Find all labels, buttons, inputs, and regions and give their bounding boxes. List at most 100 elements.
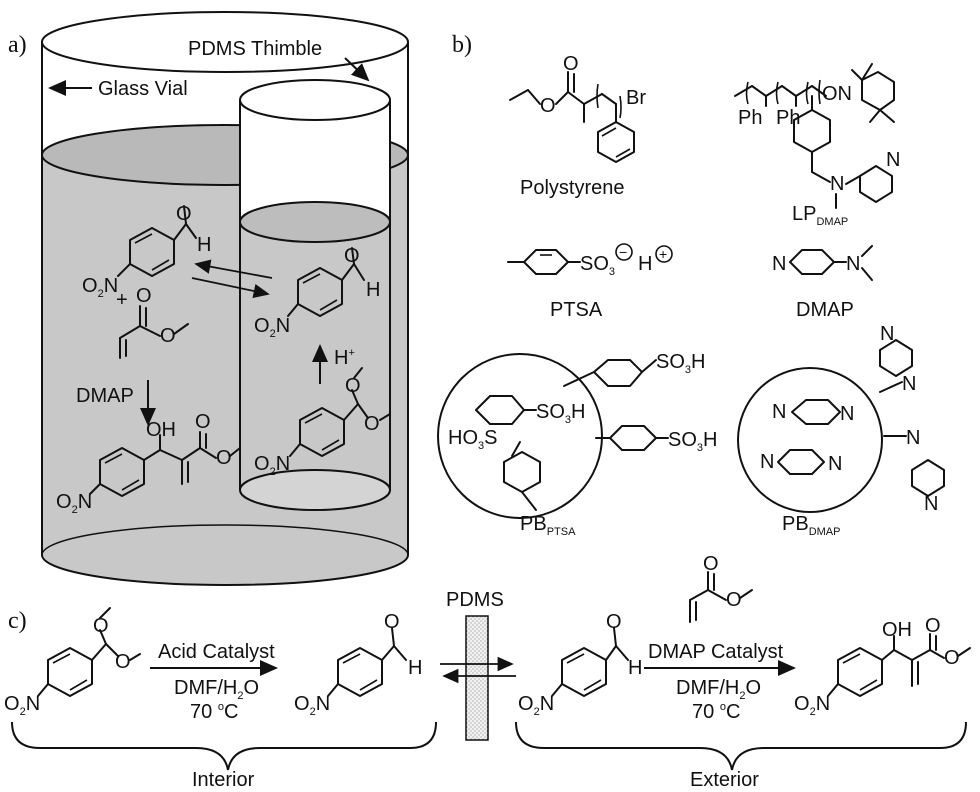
- svg-text:Ph: Ph: [738, 107, 762, 129]
- svg-text:O2N: O2N: [4, 693, 40, 718]
- glass-vial-label: Glass Vial: [98, 78, 188, 100]
- svg-text:O: O: [606, 611, 622, 633]
- lp-dmap-label: LPDMAP: [792, 203, 848, 228]
- acetal-inner: O O O2N: [254, 367, 391, 478]
- svg-text:N: N: [886, 149, 900, 171]
- solvent-label-c2: DMF/H2O: [676, 677, 761, 702]
- temp-label-c2: 70 oC: [692, 701, 740, 723]
- pdms-thimble-label: PDMS Thimble: [188, 38, 322, 60]
- svg-text:N: N: [880, 323, 894, 345]
- svg-text:O2N: O2N: [56, 491, 92, 516]
- plus-sign: +: [116, 289, 128, 311]
- svg-text:O: O: [925, 615, 941, 637]
- interior-label: Interior: [192, 769, 255, 791]
- svg-text:SO3H: SO3H: [656, 351, 705, 376]
- dmap-label-a: DMAP: [76, 385, 134, 407]
- acid-catalyst-label: Acid Catalyst: [158, 641, 275, 663]
- nitrobenzaldehyde-inner: O H O2N: [254, 245, 380, 340]
- svg-text:N: N: [902, 373, 916, 395]
- aldehyde-interior: O H O2N: [294, 611, 422, 718]
- svg-text:O: O: [703, 553, 719, 575]
- panel-b-label: b): [452, 32, 472, 58]
- dmap-label-b: DMAP: [796, 299, 854, 321]
- svg-text:O: O: [136, 285, 152, 307]
- svg-text:H: H: [628, 657, 642, 679]
- mbh-product-c: OH O O O2N: [794, 615, 971, 718]
- svg-text:N: N: [830, 173, 844, 195]
- vial-bottom-back: [41, 524, 409, 556]
- svg-text:N: N: [772, 253, 786, 275]
- dmap-catalyst-label: DMAP Catalyst: [648, 641, 784, 663]
- svg-text:N: N: [772, 401, 786, 423]
- exterior-label: Exterior: [690, 769, 759, 791]
- thimble-liquid-surface: [239, 201, 391, 243]
- polystyrene-label: Polystyrene: [520, 177, 625, 199]
- svg-text:O: O: [344, 245, 360, 267]
- pb-ptsa-bead: SO3H SO3H SO3H HO3S: [437, 351, 717, 519]
- svg-text:O: O: [726, 589, 742, 611]
- pb-dmap-bead: N N N N N N N N: [737, 323, 945, 515]
- svg-text:H: H: [197, 234, 211, 256]
- svg-text:H: H: [366, 279, 380, 301]
- svg-text:O2N: O2N: [294, 693, 330, 718]
- ptsa-structure: SO3 − H +: [507, 243, 673, 278]
- mbh-product-a: OH O O O2N: [56, 411, 241, 516]
- svg-text:O: O: [115, 651, 131, 673]
- svg-text:H+: H+: [334, 347, 355, 369]
- thimble-top-rim: [239, 79, 391, 121]
- solvent-label-c1: DMF/H2O: [174, 677, 259, 702]
- svg-text:O: O: [944, 647, 960, 669]
- svg-text:O: O: [364, 413, 380, 435]
- vial-bottom: [41, 554, 409, 586]
- svg-text:N: N: [924, 493, 938, 515]
- methyl-acrylate-a: O O: [119, 285, 189, 359]
- svg-text:ON: ON: [822, 83, 852, 105]
- pdms-membrane: [465, 615, 489, 741]
- ptsa-label: PTSA: [550, 299, 603, 321]
- svg-text:+: +: [659, 246, 667, 262]
- svg-text:SO3H: SO3H: [668, 429, 717, 454]
- svg-text:H: H: [638, 253, 652, 275]
- svg-text:O: O: [176, 203, 192, 225]
- svg-text:O: O: [216, 447, 232, 469]
- pdms-label: PDMS: [446, 589, 504, 611]
- polystyrene-structure: O O Br: [509, 53, 646, 163]
- svg-text:OH: OH: [882, 619, 912, 641]
- svg-text:O2N: O2N: [794, 693, 830, 718]
- svg-text:HO3S: HO3S: [448, 427, 497, 452]
- svg-text:O2N: O2N: [254, 315, 290, 340]
- nitrobenzaldehyde-outer: O H O2N: [82, 203, 211, 300]
- svg-text:O: O: [540, 95, 556, 117]
- dmap-structure: N N: [772, 245, 873, 281]
- svg-text:SO3H: SO3H: [536, 401, 585, 426]
- svg-text:O: O: [160, 325, 176, 347]
- svg-text:N: N: [906, 427, 920, 449]
- temp-label-c1: 70 oC: [190, 701, 238, 723]
- svg-text:SO3: SO3: [580, 253, 615, 278]
- lp-dmap-structure: Ph Ph ON N N: [734, 63, 900, 209]
- svg-text:H: H: [408, 657, 422, 679]
- svg-text:N: N: [840, 403, 854, 425]
- svg-text:O: O: [93, 615, 109, 637]
- methyl-acrylate-c: O O: [689, 553, 753, 623]
- svg-text:OH: OH: [146, 419, 176, 441]
- pdms-thimble-arrow: [344, 57, 370, 82]
- svg-text:O2N: O2N: [518, 693, 554, 718]
- panel-a-label: a): [8, 32, 27, 58]
- equilibrium-arrow-right: [191, 277, 270, 299]
- interior-brace: [11, 721, 437, 771]
- svg-text:O2N: O2N: [254, 453, 290, 478]
- svg-text:−: −: [619, 244, 627, 260]
- pb-ptsa-label: PBPTSA: [520, 513, 576, 538]
- svg-text:N: N: [760, 451, 774, 473]
- svg-text:N: N: [846, 253, 860, 275]
- svg-text:O2N: O2N: [82, 275, 118, 300]
- panel-c: c) O O O2N Acid Catalyst DMF/H2O 70 oC: [4, 553, 971, 791]
- svg-text:O: O: [195, 411, 211, 433]
- exterior-brace: [515, 721, 967, 771]
- svg-text:O: O: [563, 53, 579, 75]
- panel-c-label: c): [8, 608, 27, 634]
- pb-dmap-label: PBDMAP: [782, 513, 840, 538]
- thimble-bottom: [239, 469, 391, 511]
